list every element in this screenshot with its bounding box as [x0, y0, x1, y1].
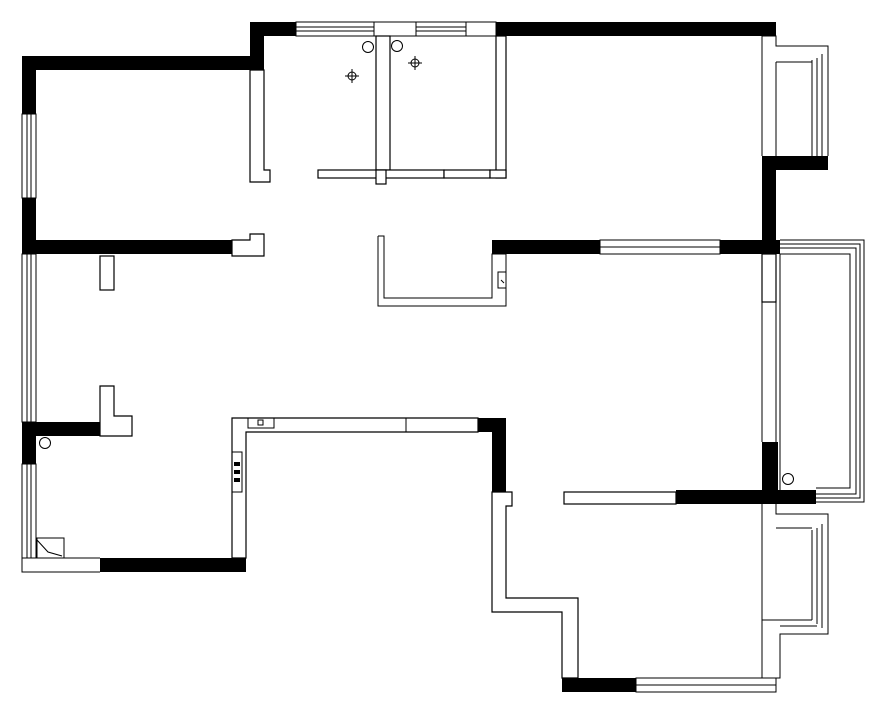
electrical-panel-icon — [231, 451, 243, 493]
windows — [21, 21, 865, 693]
pipe-icon — [362, 41, 374, 53]
wall-segment — [720, 240, 780, 254]
window — [21, 253, 37, 423]
pipe-icon — [39, 437, 51, 449]
pipe-icon — [391, 40, 403, 52]
wall-segment — [762, 156, 828, 170]
wall-segment — [22, 422, 100, 436]
closet — [377, 235, 507, 307]
corner-fixture-icon — [36, 537, 65, 559]
fixtures — [36, 40, 794, 559]
bay-window — [775, 504, 829, 679]
partition — [563, 491, 677, 505]
window — [295, 21, 497, 37]
partition — [231, 233, 265, 257]
partition — [491, 491, 579, 679]
partition — [443, 169, 491, 179]
wall-segment — [562, 678, 636, 692]
partition — [489, 169, 507, 179]
partition — [99, 385, 133, 437]
wall-segment — [250, 22, 296, 36]
wall-segment — [492, 240, 600, 254]
wall-segment — [762, 442, 778, 504]
wall-segment — [22, 56, 36, 114]
partition — [375, 35, 391, 171]
partition — [99, 255, 115, 291]
window — [21, 463, 37, 559]
wall-segment — [22, 56, 264, 70]
electrical-outlet-icon — [247, 417, 275, 429]
wall-segment — [676, 490, 816, 504]
floor-drain-icon — [408, 56, 422, 70]
partition — [495, 35, 507, 179]
wall-segment — [22, 422, 36, 464]
wall-segment — [22, 240, 232, 254]
partition — [249, 69, 271, 183]
partition — [375, 169, 387, 185]
partitions — [99, 35, 677, 679]
floor-drain-icon — [345, 69, 359, 83]
balcony — [780, 239, 865, 503]
wall-stub — [761, 253, 777, 303]
wall-segment — [762, 156, 776, 254]
wall-segment — [492, 418, 506, 492]
electrical-outlet-icon — [497, 271, 507, 289]
partition — [231, 417, 479, 559]
wall-segment — [100, 558, 246, 572]
pipe-icon — [782, 473, 794, 485]
window — [21, 113, 37, 199]
exterior-walls — [22, 22, 828, 692]
bay-window — [762, 35, 829, 156]
wall-segment — [496, 22, 776, 36]
